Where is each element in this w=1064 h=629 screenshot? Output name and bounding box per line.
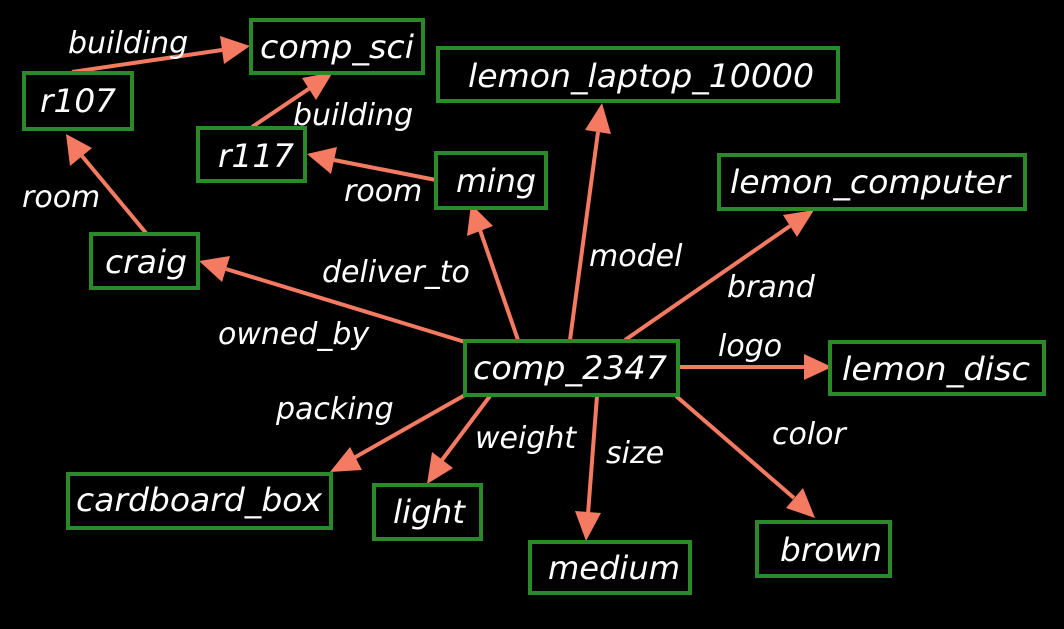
- edge-label-r107-building: building: [68, 26, 188, 61]
- edge-brand: [623, 210, 814, 342]
- edge-model: [568, 103, 611, 341]
- arrow-head: [307, 147, 337, 174]
- arrow-head: [786, 488, 815, 518]
- edge-line: [568, 131, 600, 341]
- node-brown: brown: [755, 520, 892, 578]
- node-label: r117: [218, 137, 295, 175]
- edge-label-r117-building: building: [293, 98, 413, 133]
- node-label: craig: [105, 243, 187, 281]
- node-label: lemon_computer: [730, 163, 1012, 201]
- node-comp-2347: comp_2347: [463, 339, 680, 397]
- edge-owned-by: [199, 256, 466, 344]
- edge-line: [71, 48, 223, 74]
- node-ming: ming: [434, 151, 548, 210]
- arrow-head: [302, 72, 333, 100]
- edge-line: [351, 393, 466, 461]
- edge-label-packing: packing: [275, 392, 394, 427]
- arrow-head: [575, 511, 601, 541]
- node-craig: craig: [89, 232, 200, 290]
- edge-r117-building: [250, 72, 333, 129]
- arrow-head: [330, 447, 362, 472]
- edge-label-deliver-to: deliver_to: [322, 255, 470, 290]
- arrow-head: [804, 354, 832, 380]
- edge-size: [575, 395, 601, 541]
- edge-line: [586, 395, 599, 515]
- edge-weight: [427, 394, 492, 484]
- node-medium: medium: [528, 540, 692, 595]
- node-label: lemon_laptop_10000: [468, 57, 814, 95]
- arrow-head: [199, 256, 230, 282]
- node-lemon-laptop: lemon_laptop_10000: [436, 46, 840, 103]
- edge-line: [80, 154, 148, 235]
- node-r107: r107: [22, 71, 134, 131]
- edge-label-weight: weight: [475, 421, 577, 456]
- node-r117: r117: [196, 126, 307, 183]
- node-label: comp_sci: [260, 28, 414, 66]
- edge-label-model: model: [589, 239, 683, 274]
- arrow-head: [220, 36, 250, 64]
- node-label: light: [393, 493, 466, 531]
- arrow-head: [585, 103, 611, 134]
- arrow-head: [427, 452, 453, 484]
- node-label: comp_2347: [473, 349, 668, 387]
- node-label: r107: [40, 82, 117, 120]
- edge-line: [478, 229, 520, 341]
- edge-label-craig-room: room: [22, 180, 100, 215]
- node-label: brown: [780, 531, 882, 569]
- node-label: cardboard_box: [76, 481, 323, 519]
- node-light: light: [372, 483, 483, 541]
- edge-line: [674, 394, 796, 500]
- edge-line: [250, 86, 312, 129]
- edge-label-logo: logo: [718, 329, 782, 364]
- arrow-head: [783, 210, 814, 237]
- edge-line: [440, 394, 492, 462]
- arrow-head: [66, 134, 92, 166]
- edge-label-owned-by: owned_by: [218, 317, 370, 352]
- edge-line: [623, 224, 792, 342]
- edge-deliver-to: [467, 204, 520, 341]
- node-label: lemon_disc: [842, 350, 1030, 388]
- edge-logo: [680, 354, 832, 380]
- edge-color: [674, 394, 815, 518]
- node-label: medium: [548, 549, 680, 587]
- node-lemon-disc: lemon_disc: [828, 340, 1046, 396]
- edge-label-color: color: [772, 417, 848, 452]
- node-comp-sci: comp_sci: [249, 18, 425, 75]
- edge-packing: [330, 393, 466, 472]
- edge-craig-room: [66, 134, 148, 235]
- arrow-head: [467, 204, 493, 236]
- edge-ming-room: [307, 147, 437, 182]
- node-label: ming: [456, 162, 536, 200]
- node-cardboard-box: cardboard_box: [66, 472, 333, 530]
- edge-line: [333, 158, 437, 182]
- node-lemon-computer: lemon_computer: [717, 153, 1027, 211]
- edge-line: [225, 267, 466, 344]
- edge-label-brand: brand: [727, 270, 816, 305]
- edge-r107-building: [71, 36, 250, 74]
- edge-label-ming-room: room: [344, 174, 422, 209]
- edge-label-size: size: [606, 436, 664, 471]
